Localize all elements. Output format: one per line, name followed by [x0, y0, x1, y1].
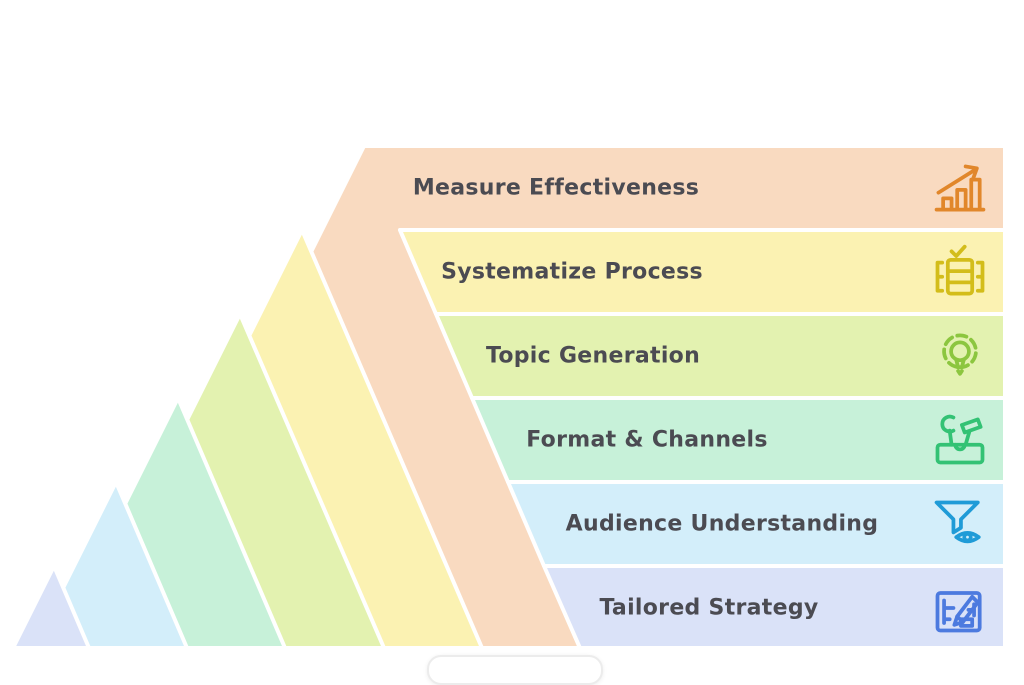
- pyramid-diagram: Measure Effectiveness Systematize Proces…: [11, 144, 1007, 685]
- level-2-label: Systematize Process: [441, 259, 703, 285]
- level-6-label: Tailored Strategy: [599, 595, 819, 621]
- level-6-band: [542, 564, 1007, 650]
- doc-pencil-icon: [935, 591, 982, 633]
- level-1-label: Measure Effectiveness: [412, 175, 700, 201]
- level-4-label: Format & Channels: [526, 427, 768, 453]
- level-6-peak: [11, 564, 91, 650]
- watermark-pill[interactable]: [427, 655, 603, 685]
- level-3-label: Topic Generation: [485, 343, 701, 369]
- tools-icon: [935, 414, 985, 465]
- idea-gear-icon: [942, 333, 978, 376]
- funnel-eye-icon: [934, 500, 981, 544]
- checklist-table-icon: [935, 244, 985, 296]
- trend-chart-icon: [934, 164, 986, 212]
- pyramid-shapes: [11, 144, 1007, 650]
- level-5-label: Audience Understanding: [565, 511, 879, 537]
